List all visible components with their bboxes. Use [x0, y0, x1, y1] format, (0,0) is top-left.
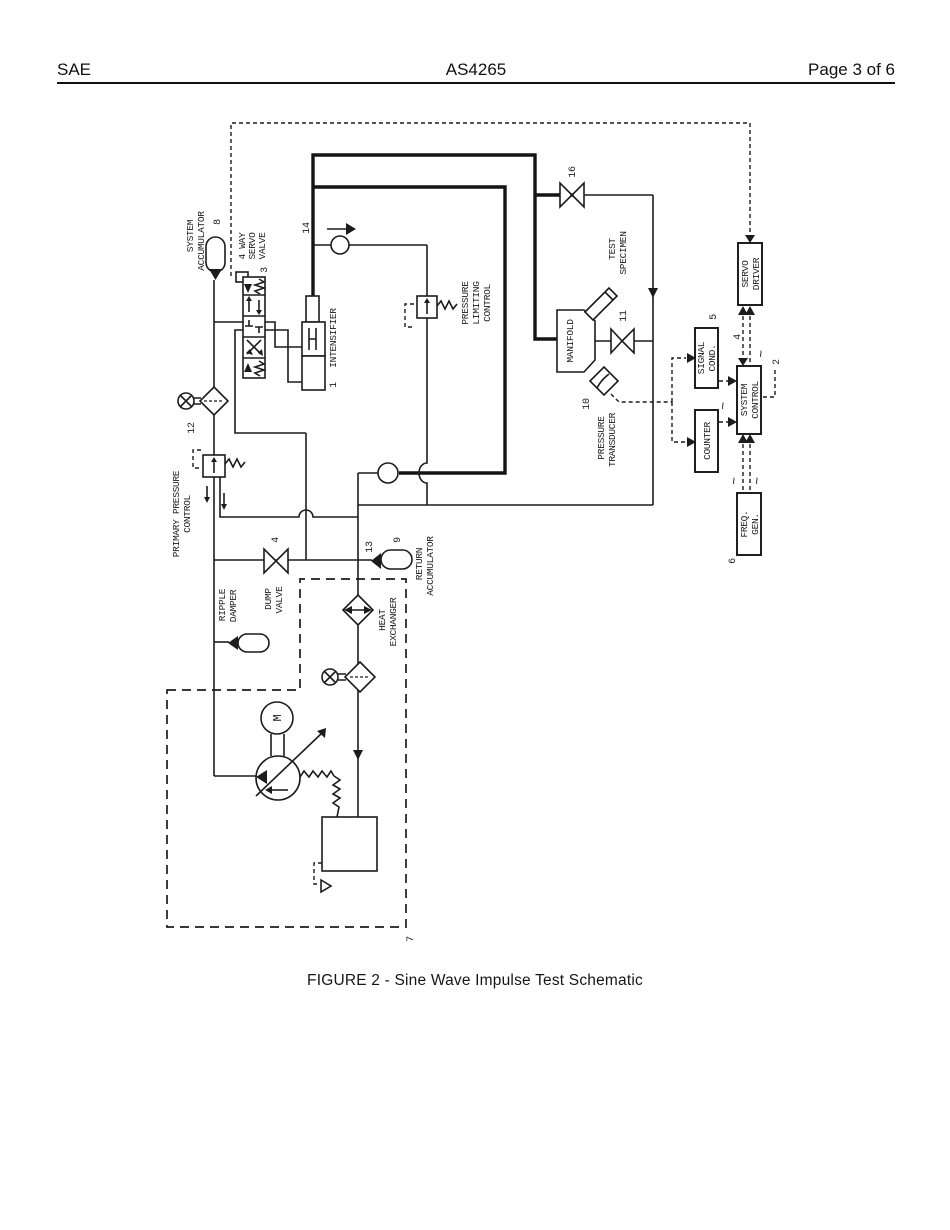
label-system-control: SYSTEM [739, 383, 750, 416]
label-num-6: 6 [728, 558, 739, 564]
label-motor-m: M [271, 714, 285, 721]
label-num-3: 3 [260, 267, 271, 273]
primary-pressure-valve-12 [202, 454, 246, 510]
label-num-12: 12 [187, 422, 198, 434]
squiggle-mark: ~ [754, 350, 769, 358]
label-num-4-dump: 4 [271, 537, 282, 543]
label-system-accumulator: ACCUMULATOR [196, 211, 207, 271]
label-dump-valve: DUMP [263, 588, 274, 610]
label-return-accumulator: RETURN [414, 548, 425, 580]
check-valve-14 [327, 223, 356, 255]
label-primary-pressure: CONTROL [182, 495, 193, 533]
label-test-specimen: TEST [607, 238, 618, 260]
header-left: SAE [57, 60, 92, 79]
squiggle-mark: ~ [750, 477, 765, 485]
header-center: AS4265 [445, 60, 507, 79]
label-manifold: MANIFOLD [565, 319, 576, 363]
label-freq-gen: GEN. [750, 513, 761, 535]
label-num-5: 5 [709, 314, 720, 320]
label-num-4-signal: 4 [733, 334, 744, 340]
label-servo-valve: SERVO [247, 232, 258, 260]
label-num-11: 11 [619, 310, 630, 322]
squiggle-mark: ~ [716, 402, 731, 410]
flow-arrows [353, 288, 658, 760]
label-pressure-transducer: TRANSDUCER [607, 412, 618, 467]
label-num-1: 1 [329, 382, 340, 388]
intensifier-symbol [301, 295, 326, 391]
schematic-labels: SYSTEM ACCUMULATOR 8 4 WAY SERVO VALVE 3… [171, 166, 783, 942]
label-counter: COUNTER [702, 422, 713, 460]
impulse-pressure-lines [311, 153, 561, 475]
motor-symbol [260, 701, 294, 756]
label-servo-valve: 4 WAY [237, 232, 248, 260]
return-accumulator-symbol [371, 549, 413, 570]
label-freq-gen: FREQ. [739, 510, 750, 537]
label-primary-pressure: PRIMARY PRESSURE [171, 470, 182, 557]
manifold-valve-11 [610, 326, 635, 356]
counter-box [694, 409, 719, 473]
shutoff-valve-16 [559, 181, 585, 209]
freq-gen-box [736, 492, 762, 556]
system-accumulator-symbol [205, 236, 226, 280]
manifold-symbol [556, 309, 596, 373]
system-control-box [736, 365, 762, 435]
label-heat-exchanger: HEAT [377, 609, 388, 631]
label-pressure-transducer: PRESSURE [596, 416, 607, 460]
label-dump-valve: VALVE [274, 586, 285, 614]
label-ripple-damper: RIPPLE [217, 588, 228, 621]
label-servo-driver: SERVO [740, 260, 751, 288]
pressure-transducer-symbol [588, 365, 620, 397]
label-num-14: 14 [302, 222, 313, 234]
filter-indicator-bottom [321, 660, 377, 694]
signal-arrowheads [687, 235, 755, 447]
label-num-10: 10 [582, 398, 593, 410]
label-num-16: 16 [568, 166, 579, 178]
label-heat-exchanger: EXCHANGER [388, 597, 399, 646]
filter-indicator-top [177, 385, 230, 417]
power-unit-enclosure [166, 578, 407, 928]
label-num-2: 2 [772, 359, 783, 365]
label-pressure-limiting: CONTROL [482, 284, 493, 322]
label-pressure-limiting: PRESSURE [460, 281, 471, 325]
label-ripple-damper: DAMPER [228, 589, 239, 622]
label-num-9: 9 [393, 537, 404, 543]
label-intensifier: INTENSIFIER [328, 308, 339, 368]
servo-valve-symbol [235, 271, 267, 379]
pressure-limiting-valve [416, 295, 458, 319]
check-valve-return [377, 462, 399, 484]
heat-exchanger-symbol [341, 593, 375, 627]
header-right: Page 3 of 6 [808, 60, 895, 79]
label-num-8: 8 [213, 219, 224, 225]
label-num-13: 13 [365, 541, 376, 553]
test-specimen-symbol [583, 286, 619, 322]
label-servo-valve: VALVE [257, 232, 268, 260]
label-signal-cond: COND. [707, 344, 718, 371]
label-test-specimen: SPECIMEN [618, 231, 629, 274]
label-signal-cond: SIGNAL [696, 341, 707, 374]
electric-signal-lines [192, 122, 776, 885]
label-system-accumulator: SYSTEM [185, 219, 196, 252]
figure-caption: FIGURE 2 - Sine Wave Impulse Test Schema… [307, 972, 643, 989]
label-num-7: 7 [406, 936, 417, 942]
squiggle-mark: ~ [727, 477, 742, 485]
reservoir-symbol [320, 816, 378, 894]
label-system-control: CONTROL [750, 381, 761, 419]
label-return-accumulator: ACCUMULATOR [425, 536, 436, 596]
dump-valve-4 [263, 547, 289, 575]
label-servo-driver: DRIVER [751, 257, 762, 290]
pump-symbol [255, 728, 342, 818]
hydraulic-lines [213, 194, 654, 817]
page-header: SAE AS4265 Page 3 of 6 [57, 60, 895, 84]
label-pressure-limiting: LIMITING [471, 281, 482, 325]
ripple-damper-symbol [228, 633, 270, 653]
